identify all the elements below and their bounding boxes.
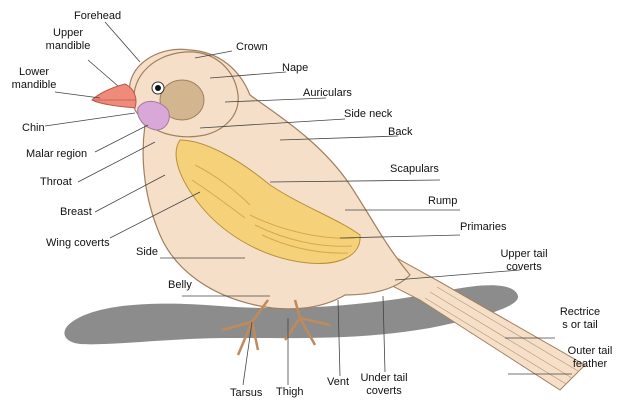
- label-vent: Vent: [327, 376, 349, 389]
- label-auriculars: Auriculars: [303, 87, 352, 100]
- label-outer-tail-feather-line2: feather: [563, 358, 617, 371]
- label-thigh: Thigh: [276, 386, 304, 399]
- label-wing-coverts: Wing coverts: [46, 237, 110, 250]
- label-back: Back: [388, 126, 412, 139]
- label-rump: Rump: [428, 195, 457, 208]
- label-belly: Belly: [168, 279, 192, 292]
- label-upper-mandible-line1: Upper: [38, 27, 98, 40]
- label-chin: Chin: [22, 122, 45, 135]
- label-upper-tail-coverts-line2: coverts: [492, 261, 556, 274]
- label-breast: Breast: [60, 206, 92, 219]
- label-forehead: Forehead: [74, 10, 121, 23]
- label-upper-tail-coverts: Upper tail coverts: [492, 248, 556, 274]
- label-rectrices-line2: s or tail: [550, 319, 610, 332]
- label-under-tail-coverts-line1: Under tail: [352, 372, 416, 385]
- label-side: Side: [136, 246, 158, 259]
- label-under-tail-coverts: Under tail coverts: [352, 372, 416, 398]
- label-upper-mandible-line2: mandible: [38, 40, 98, 53]
- label-lower-mandible-line1: Lower: [4, 66, 64, 79]
- label-scapulars: Scapulars: [390, 163, 439, 176]
- label-outer-tail-feather: Outer tail feather: [563, 345, 617, 371]
- label-upper-tail-coverts-line1: Upper tail: [492, 248, 556, 261]
- label-under-tail-coverts-line2: coverts: [352, 385, 416, 398]
- label-side-neck: Side neck: [344, 108, 392, 121]
- label-nape: Nape: [282, 62, 308, 75]
- label-tarsus: Tarsus: [230, 387, 262, 400]
- label-lower-mandible: Lower mandible: [4, 66, 64, 92]
- label-rectrices: Rectrice s or tail: [550, 306, 610, 332]
- label-crown: Crown: [236, 41, 268, 54]
- label-upper-mandible: Upper mandible: [38, 27, 98, 53]
- label-throat: Throat: [40, 176, 72, 189]
- label-rectrices-line1: Rectrice: [550, 306, 610, 319]
- beak: [92, 84, 136, 108]
- label-lower-mandible-line2: mandible: [4, 79, 64, 92]
- label-primaries: Primaries: [460, 221, 506, 234]
- label-outer-tail-feather-line1: Outer tail: [563, 345, 617, 358]
- label-malar-region: Malar region: [26, 148, 87, 161]
